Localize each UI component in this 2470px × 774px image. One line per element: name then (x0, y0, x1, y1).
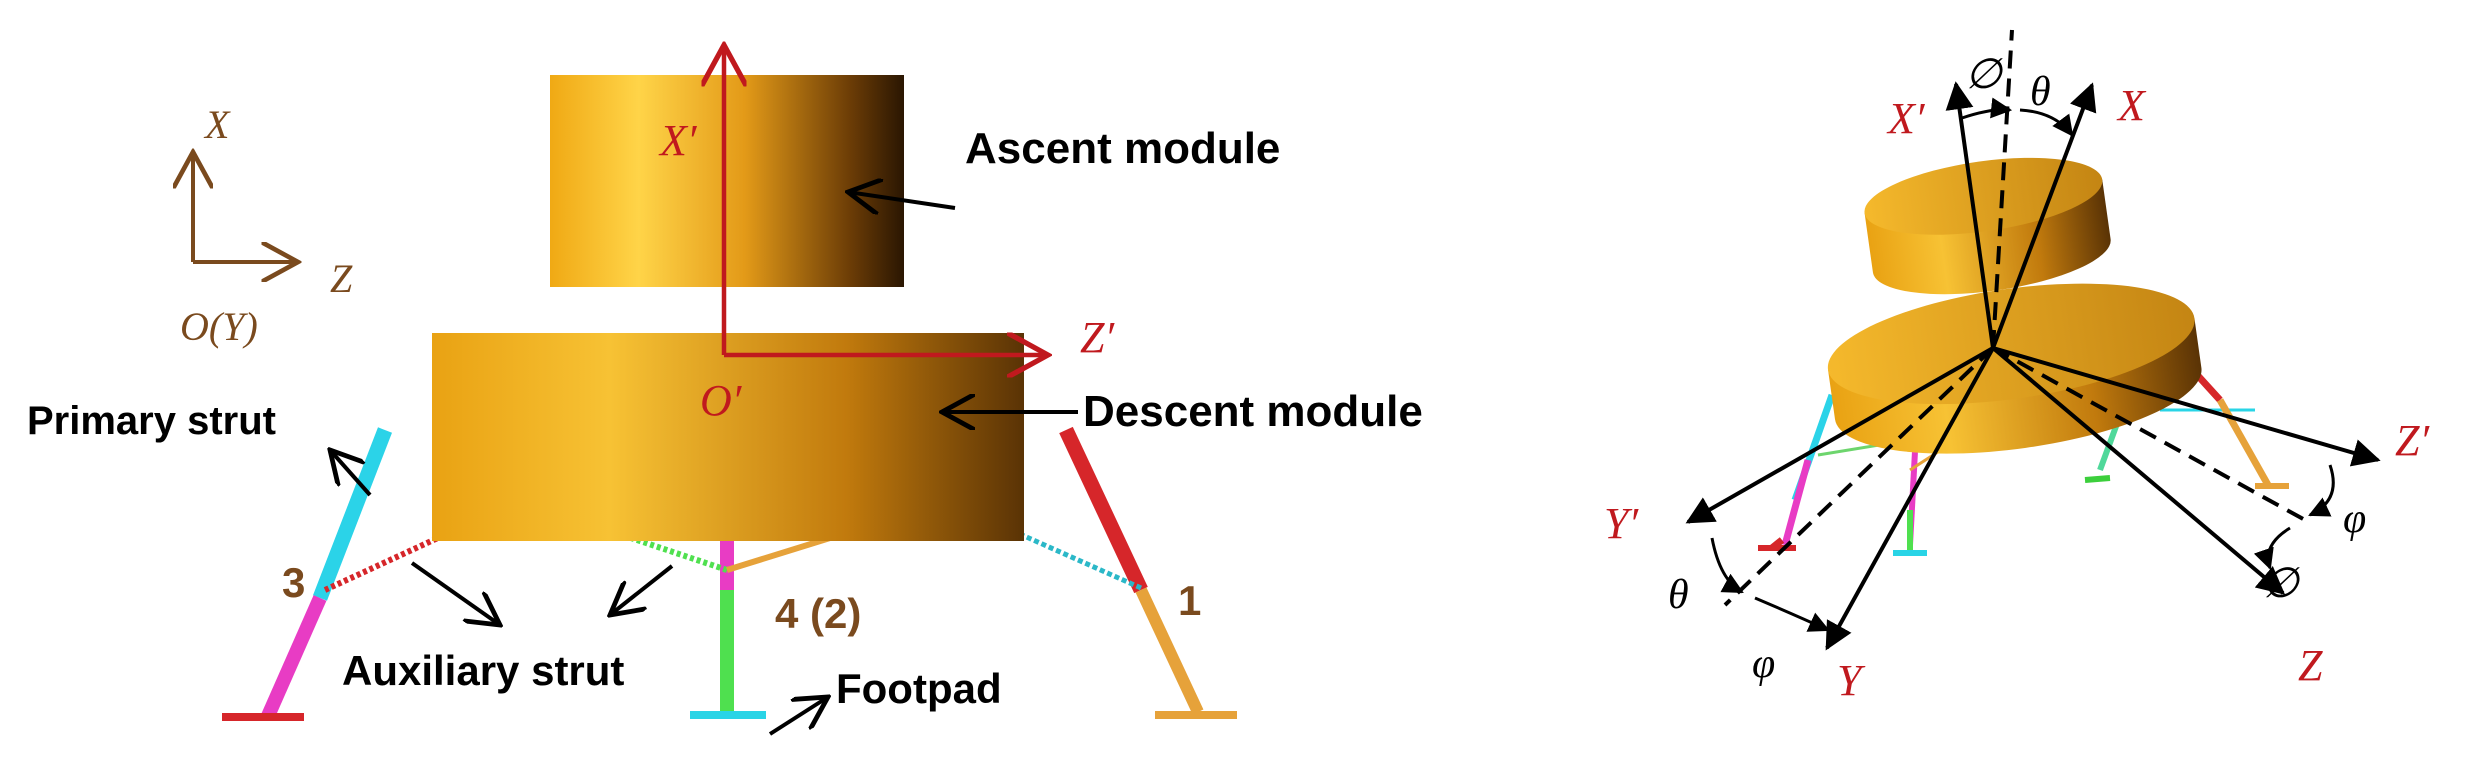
ref-origin-label: O(Y) (180, 304, 258, 349)
auxiliary-callout-arrow-right (610, 564, 674, 615)
ascent-callout-arrow (848, 192, 956, 208)
z-label: Z (2298, 641, 2323, 690)
lander-side-view: X Z O(Y) (27, 45, 1423, 736)
leg3-footpad (222, 713, 304, 721)
y-prime-axis (1685, 346, 1994, 524)
leg4-number: 4 (2) (775, 590, 861, 637)
tilted-descent-module-top (1827, 283, 2195, 405)
angle-arc-left-theta (1710, 537, 1744, 594)
primary-strut-callout-arrow (330, 450, 372, 497)
angle-arc-upper-phi (1961, 97, 2013, 120)
angle-phi-upper-label: ∅ (1965, 52, 2004, 98)
angle-arc-right-phi (2253, 526, 2291, 570)
tilted-footpad-red (1758, 545, 1796, 551)
z-prime-label: Z′ (2395, 416, 2430, 465)
body-frame: X′ Z′ O′ (658, 45, 1115, 425)
reference-frame: X Z O(Y) (180, 102, 353, 349)
body-x-label: X′ (658, 116, 698, 165)
callout-arrows (330, 192, 1078, 736)
tilted-axes (1685, 29, 2381, 651)
tilted-footpad-green (2084, 475, 2111, 483)
leg3-number: 3 (282, 559, 305, 606)
tilted-footpad-orange (2255, 483, 2289, 489)
ascent-module (550, 75, 904, 287)
z-prime-axis (1992, 346, 2381, 467)
tilted-leg-orange (2216, 398, 2272, 487)
angle-arc-left-varphi (1754, 596, 1830, 632)
x-label: X (2116, 81, 2147, 130)
leg4-footpad (690, 711, 766, 719)
y-prime-label: Y′ (1604, 499, 1639, 548)
angle-arc-right-varphi (2308, 464, 2335, 517)
auxiliary-callout-arrow-left (410, 561, 500, 625)
y-prime-projection-dashed (1723, 346, 1995, 607)
z-prime-projection-dashed (1992, 346, 2306, 522)
lander-tilted-view: X′ X Y′ Y Z′ Z ∅ θ θ φ φ ∅ (1604, 29, 2430, 705)
footpad-label: Footpad (836, 665, 1002, 712)
x-prime-label: X′ (1886, 94, 1926, 143)
primary-strut-label: Primary strut (27, 399, 276, 443)
leg1-footpad (1155, 711, 1237, 719)
angle-arc-upper-theta (2019, 108, 2074, 137)
ref-x-label: X (203, 102, 231, 147)
leg1-number: 1 (1178, 577, 1201, 624)
angle-arcs (1710, 97, 2335, 632)
footpad-callout-arrow (768, 697, 828, 736)
descent-module-label: Descent module (1083, 387, 1423, 436)
body-z-label: Z′ (1080, 313, 1115, 362)
z-axis (1991, 346, 2286, 595)
angle-theta-upper-label: θ (2030, 69, 2051, 115)
ref-z-label: Z (330, 256, 353, 301)
descent-module (432, 333, 1024, 541)
leg3-primary-strut-lower (261, 595, 327, 719)
angle-varphi-right-label: φ (2343, 496, 2366, 542)
leg4-auxiliary-strut-right (726, 535, 831, 573)
leg1-primary-strut-lower (1135, 587, 1204, 715)
leg3-primary-strut-upper (313, 427, 392, 601)
body-origin-label: O′ (700, 376, 743, 425)
angle-phi-right-label: ∅ (2262, 561, 2301, 607)
tilted-footpad-cyan (1893, 550, 1927, 556)
tilted-modules (1827, 157, 2202, 454)
leg3-auxiliary-strut (323, 534, 442, 593)
y-label: Y (1837, 656, 1866, 705)
ascent-module-label: Ascent module (965, 124, 1280, 173)
angle-varphi-left-label: φ (1752, 641, 1775, 687)
angle-theta-left-label: θ (1668, 572, 1689, 618)
x-prime-axis (1945, 81, 1995, 349)
x-axis (1991, 82, 2097, 349)
leg1-auxiliary-strut (1020, 532, 1143, 591)
leg1-primary-strut-upper (1059, 426, 1148, 594)
auxiliary-strut-label: Auxiliary strut (342, 647, 624, 694)
x-prime-projection-dashed (1991, 29, 2014, 349)
y-axis (1825, 347, 1995, 651)
tilted-leg-magenta (1781, 459, 1812, 546)
